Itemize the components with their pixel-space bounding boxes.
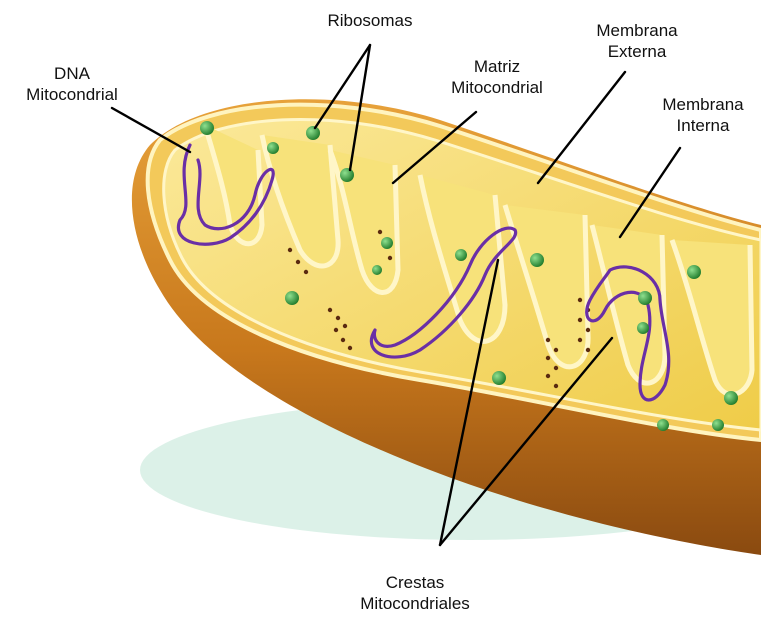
label-dna-mitocondrial: DNA Mitocondrial	[14, 63, 130, 105]
ribosome	[306, 126, 320, 140]
label-membrana-externa-line-1: Membrana	[582, 20, 692, 41]
label-matriz-line-2: Mitocondrial	[435, 77, 559, 98]
label-membrana-interna-line-2: Interna	[648, 115, 758, 136]
label-membrana-externa-line-2: Externa	[582, 41, 692, 62]
ribosome	[492, 371, 506, 385]
ribosome	[285, 291, 299, 305]
label-ribosomas-line-1: Ribosomas	[312, 10, 428, 31]
label-membrana-interna: Membrana Interna	[648, 94, 758, 136]
ribosome	[712, 419, 724, 431]
ribosome	[687, 265, 701, 279]
label-crestas-line-2: Mitocondriales	[340, 593, 490, 614]
label-membrana-externa: Membrana Externa	[582, 20, 692, 62]
label-dna-line-1: DNA	[14, 63, 130, 84]
label-matriz-line-1: Matriz	[435, 56, 559, 77]
label-matriz-mitocondrial: Matriz Mitocondrial	[435, 56, 559, 98]
label-crestas-mitocondriales: Crestas Mitocondriales	[340, 572, 490, 614]
ribosome	[267, 142, 279, 154]
ribosome	[200, 121, 214, 135]
label-membrana-interna-line-1: Membrana	[648, 94, 758, 115]
label-ribosomas: Ribosomas	[312, 10, 428, 31]
ribosome	[638, 291, 652, 305]
ribosome	[455, 249, 467, 261]
label-dna-line-2: Mitocondrial	[14, 84, 130, 105]
ribosome	[637, 322, 649, 334]
ribosome	[381, 237, 393, 249]
ribosome	[657, 419, 669, 431]
ribosome	[724, 391, 738, 405]
ribosome	[340, 168, 354, 182]
ribosome	[372, 265, 382, 275]
label-crestas-line-1: Crestas	[340, 572, 490, 593]
ribosome	[530, 253, 544, 267]
